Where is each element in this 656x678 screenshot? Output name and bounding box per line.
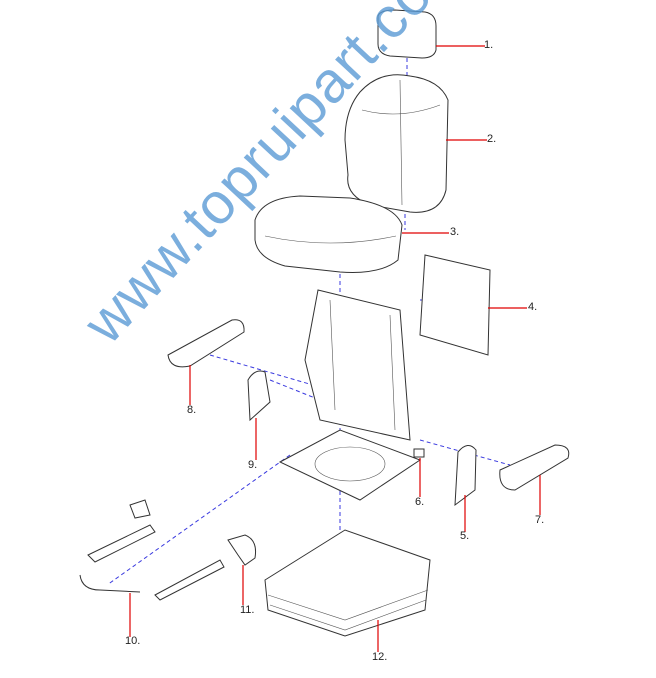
bracket-right bbox=[454, 445, 477, 507]
callout-12: 12. bbox=[372, 651, 388, 663]
swivel-plate bbox=[278, 429, 422, 501]
seat-belt-buckle bbox=[227, 534, 256, 566]
back-panel bbox=[419, 254, 491, 356]
callout-1: 1. bbox=[484, 39, 494, 51]
small-clip bbox=[413, 448, 425, 458]
headrest bbox=[377, 9, 437, 59]
callout-2: 2. bbox=[487, 133, 497, 145]
callout-5: 5. bbox=[460, 530, 470, 542]
callout-6: 6. bbox=[415, 496, 425, 508]
callout-11: 11. bbox=[240, 604, 255, 616]
backrest bbox=[344, 74, 449, 213]
callout-8: 8. bbox=[187, 404, 197, 416]
slide-rails bbox=[79, 524, 225, 601]
suspension-base bbox=[264, 529, 431, 637]
callout-7: 7. bbox=[535, 514, 545, 526]
callout-9: 9. bbox=[248, 459, 258, 471]
callout-3: 3. bbox=[450, 226, 460, 238]
callout-10: 10. bbox=[125, 635, 141, 647]
armrest-right bbox=[499, 444, 570, 491]
bracket-left bbox=[247, 370, 271, 422]
armrest-left bbox=[167, 319, 245, 368]
callout-4: 4. bbox=[528, 301, 538, 313]
seat-cushion bbox=[254, 195, 403, 273]
